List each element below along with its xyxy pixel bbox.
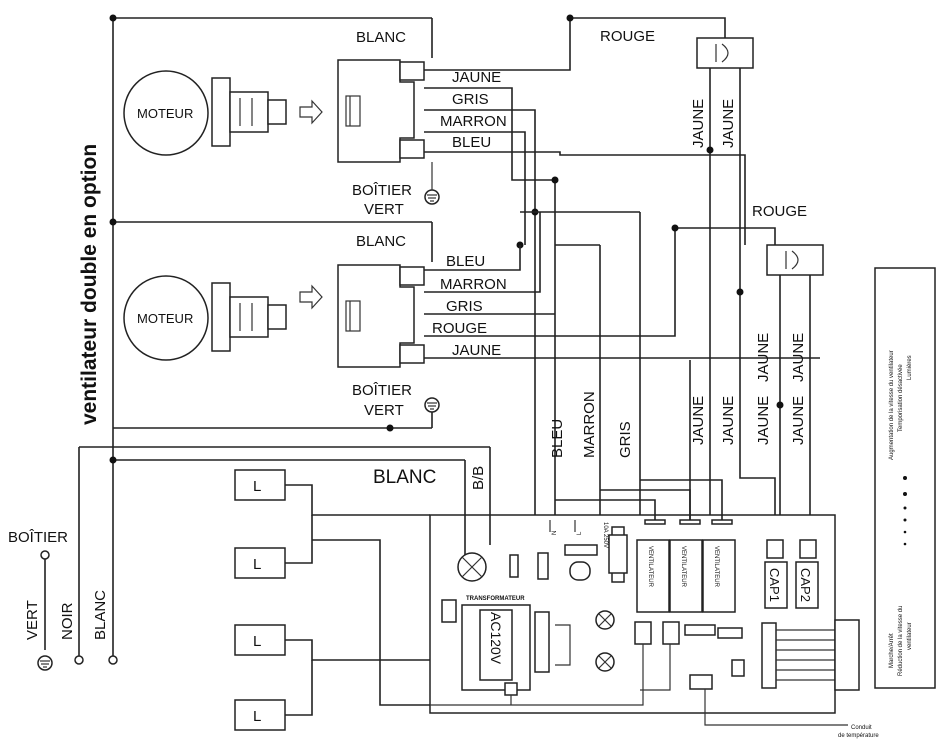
vert-marron: MARRON bbox=[581, 391, 598, 458]
capacitor-2 bbox=[766, 244, 824, 276]
cap2-socket bbox=[795, 539, 819, 609]
housing-2-label: BOÎTIER bbox=[352, 382, 412, 399]
pin-n: N bbox=[552, 531, 558, 535]
white-main-label: BLANC bbox=[373, 467, 436, 488]
relay-2: VENTILATEUR bbox=[669, 539, 703, 613]
panel-bottom-line3: ventilateur bbox=[907, 622, 913, 650]
housing-1-ground-label: VERT bbox=[364, 201, 404, 218]
vert-jaune-3: JAUNE bbox=[690, 396, 707, 445]
transformer-title: TRANSFORMATEUR bbox=[466, 596, 525, 602]
panel-top-line3: Lumières bbox=[907, 355, 913, 380]
vert-jaune-4: JAUNE bbox=[720, 396, 737, 445]
relay-1: VENTILATEUR bbox=[636, 539, 670, 613]
indicator-lamp-icon bbox=[457, 552, 487, 582]
ground-box-label: BOÎTIER bbox=[8, 529, 68, 546]
svg-text:VENTILATEUR: VENTILATEUR bbox=[680, 546, 686, 588]
svg-text:L: L bbox=[253, 478, 261, 495]
housing-1-label: BOÎTIER bbox=[352, 182, 412, 199]
connector-plug-icon bbox=[211, 282, 287, 352]
arrow-icon bbox=[299, 99, 323, 125]
vert-bleu: BLEU bbox=[549, 419, 566, 458]
wire-label-gris-2: GRIS bbox=[446, 298, 483, 315]
screw-icon bbox=[595, 652, 615, 672]
cap2-label: CAP2 bbox=[798, 568, 813, 602]
sensor-label-2: de température bbox=[838, 733, 879, 739]
motor-2-white-label: BLANC bbox=[356, 233, 406, 250]
wire-label-rouge-right: ROUGE bbox=[752, 203, 807, 220]
control-panel bbox=[874, 267, 936, 689]
control-board: N L 10A 250V bbox=[429, 514, 860, 726]
supply-wire-noir: NOIR bbox=[59, 602, 76, 640]
lamp-4: L bbox=[234, 699, 286, 731]
panel-top-line1: Augmentation de la vitesse du ventilateu… bbox=[889, 350, 895, 460]
ground-icon bbox=[424, 397, 440, 413]
wire-label-rouge-2: ROUGE bbox=[432, 320, 487, 337]
motor-2-wires bbox=[424, 211, 820, 515]
svg-text:VENTILATEUR: VENTILATEUR bbox=[713, 546, 719, 588]
supply-wire-blanc: BLANC bbox=[92, 590, 109, 640]
panel-bottom-line2: Réduction de la vitesse du bbox=[898, 606, 904, 676]
vert-jaune-6: JAUNE bbox=[755, 333, 772, 382]
arrow-icon bbox=[299, 284, 323, 310]
wire-label-gris-1: GRIS bbox=[452, 91, 489, 108]
transformer-rating: AC120V bbox=[488, 612, 504, 665]
motor-1-white-label: BLANC bbox=[356, 29, 406, 46]
vert-jaune-2: JAUNE bbox=[720, 99, 737, 148]
motor-2: MOTEUR bbox=[123, 264, 440, 413]
sensor-label-1: Conduit bbox=[851, 725, 872, 731]
cap1-label: CAP1 bbox=[767, 568, 782, 602]
cap1-socket bbox=[764, 539, 788, 609]
supply-wire-vert: VERT bbox=[24, 600, 41, 640]
fuse-icon bbox=[608, 526, 628, 583]
lamps bbox=[285, 484, 450, 716]
fuse-rating: 10A 250V bbox=[602, 522, 608, 548]
svg-text:L: L bbox=[253, 708, 261, 725]
jaune-verticals bbox=[689, 68, 811, 540]
wire-label-jaune-1: JAUNE bbox=[452, 69, 501, 86]
svg-text:L: L bbox=[253, 633, 261, 650]
ground-icon bbox=[37, 655, 53, 671]
terminal-pins bbox=[644, 519, 733, 525]
ground-icon bbox=[424, 162, 440, 205]
panel-top-line2: Temporisation désactivée bbox=[898, 364, 904, 432]
supply-bus bbox=[40, 14, 491, 665]
junction-box-1 bbox=[337, 59, 425, 163]
vert-jaune-7: JAUNE bbox=[790, 396, 807, 445]
wire-label-rouge-top: ROUGE bbox=[600, 28, 655, 45]
transformer bbox=[441, 599, 571, 691]
wire-label-bleu-1: BLEU bbox=[452, 134, 491, 151]
board-feed-wires bbox=[555, 479, 723, 520]
relay-3: VENTILATEUR bbox=[702, 539, 736, 613]
vert-jaune-5: JAUNE bbox=[755, 396, 772, 445]
vert-jaune-8: JAUNE bbox=[790, 333, 807, 382]
wire-label-bleu-2: BLEU bbox=[446, 253, 485, 270]
housing-2-ground-label: VERT bbox=[364, 402, 404, 419]
motor-1-wires bbox=[424, 14, 746, 515]
motor-1: MOTEUR bbox=[123, 59, 440, 205]
screw-icon bbox=[595, 610, 615, 630]
wire-label-marron-1: MARRON bbox=[440, 113, 507, 130]
vert-gris: GRIS bbox=[617, 421, 634, 458]
motor-1-label: MOTEUR bbox=[137, 106, 193, 121]
lamp-2: L bbox=[234, 547, 286, 579]
capacitor-1 bbox=[696, 37, 754, 69]
junction-box-2 bbox=[337, 264, 425, 368]
lamp-3: L bbox=[234, 624, 286, 656]
pin-l: L bbox=[577, 531, 583, 535]
side-title: ventilateur double en option bbox=[78, 144, 101, 425]
bb-label: B/B bbox=[470, 466, 487, 490]
lamp-1: L bbox=[234, 469, 286, 501]
wire-label-marron-2: MARRON bbox=[440, 276, 507, 293]
ribbon-cable bbox=[761, 619, 860, 691]
wire-label-jaune-2: JAUNE bbox=[452, 342, 501, 359]
svg-text:L: L bbox=[253, 556, 261, 573]
vert-jaune-1: JAUNE bbox=[690, 99, 707, 148]
svg-text:VENTILATEUR: VENTILATEUR bbox=[647, 546, 653, 588]
connector-plug-icon bbox=[211, 77, 287, 147]
motor-2-label: MOTEUR bbox=[137, 311, 193, 326]
panel-bottom-line1: Marche/Arrêt bbox=[889, 633, 895, 668]
